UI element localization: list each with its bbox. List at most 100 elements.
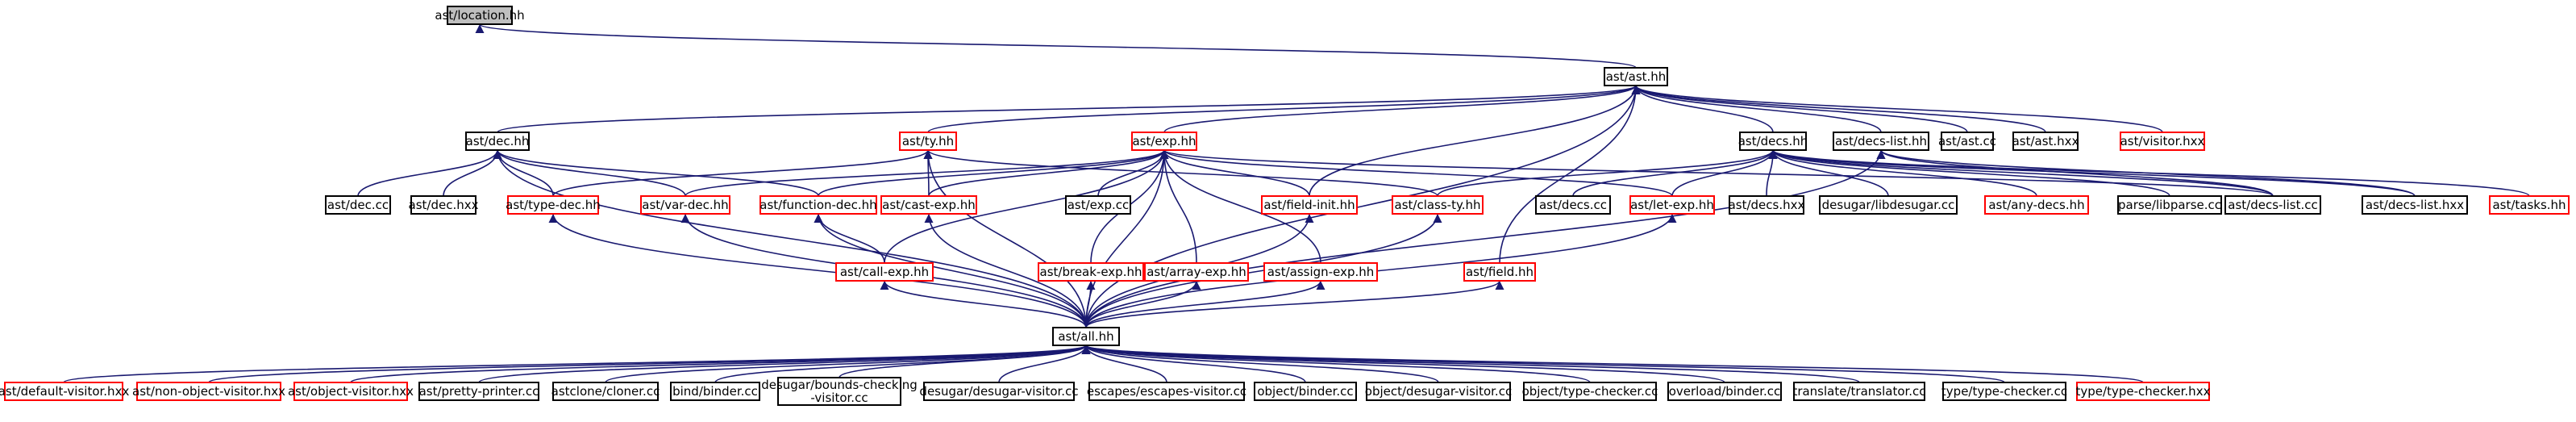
node-box-desugarvis — [923, 382, 1075, 401]
node-objbinder[interactable]: object/binder.cc — [1254, 382, 1357, 401]
edge-translator-to-all — [1081, 345, 1860, 383]
edge-vardec-to-exp — [685, 149, 1169, 197]
node-tasks[interactable]: ast/tasks.hh — [2489, 195, 2570, 215]
node-fundec[interactable]: ast/function-dec.hh — [759, 195, 877, 215]
node-tchxx[interactable]: type/type-checker.hxx — [2076, 382, 2211, 401]
node-label-asthxx: ast/ast.hxx — [2012, 134, 2079, 148]
node-label-tasks: ast/tasks.hh — [2492, 198, 2566, 212]
edge-classty-to-ty — [923, 149, 1438, 197]
node-location: ast/location.hh — [435, 6, 525, 25]
node-libparse[interactable]: parse/libparse.cc — [2117, 195, 2222, 215]
node-assignexp[interactable]: ast/assign-exp.hh — [1263, 262, 1378, 282]
node-declistcc[interactable]: ast/decs-list.cc — [2224, 195, 2321, 215]
edge-classty-to-decshh — [1437, 149, 1778, 197]
node-label-ty: ast/ty.hh — [902, 134, 954, 148]
node-deccc[interactable]: ast/dec.cc — [325, 195, 391, 215]
node-label-breakexp: ast/break-exp.hh — [1040, 265, 1142, 279]
node-ast[interactable]: ast/ast.hh — [1604, 67, 1668, 86]
node-desugarvis[interactable]: desugar/desugar-visitor.cc — [919, 382, 1079, 401]
node-box-declistcc — [2224, 195, 2321, 215]
node-anydecs[interactable]: ast/any-decs.hh — [1984, 195, 2089, 215]
node-nonobj[interactable]: ast/non-object-visitor.hxx — [132, 382, 285, 401]
edge-dechxx-to-dec — [443, 149, 502, 197]
node-objvis[interactable]: ast/object-visitor.hxx — [288, 382, 414, 401]
node-expcc[interactable]: ast/exp.cc — [1065, 195, 1131, 215]
node-all[interactable]: ast/all.hh — [1052, 327, 1120, 346]
node-declisthxx[interactable]: ast/decs-list.hxx — [2362, 195, 2468, 215]
node-box-escapes — [1088, 382, 1245, 401]
edge-nonobj-to-all — [208, 345, 1091, 383]
node-label-tccc: type/type-checker.cc — [1941, 384, 2067, 399]
edge-fieldinit-to-ast — [1309, 85, 1641, 197]
node-box-classty — [1392, 195, 1484, 215]
node-vardec[interactable]: ast/var-dec.hh — [640, 195, 730, 215]
node-fieldinit[interactable]: ast/field-init.hh — [1261, 195, 1358, 215]
edge-objvis-to-all — [350, 345, 1091, 383]
node-callexp[interactable]: ast/call-exp.hh — [835, 262, 934, 282]
node-castexp[interactable]: ast/cast-exp.hh — [880, 195, 977, 215]
edge-declistcc-to-declist — [1876, 149, 2274, 197]
node-ty[interactable]: ast/ty.hh — [899, 132, 957, 151]
edge-declisthxx-to-decshh — [1768, 149, 2416, 197]
node-breakexp[interactable]: ast/break-exp.hh — [1038, 262, 1144, 282]
edge-vardec-to-dec — [493, 149, 686, 197]
node-box-tchxx — [2076, 382, 2210, 401]
node-decscc[interactable]: ast/decs.cc — [1535, 195, 1611, 215]
node-overload[interactable]: overload/binder.cc — [1667, 382, 1782, 401]
edge-declistcc-to-exp — [1159, 149, 2274, 197]
node-pretty[interactable]: ast/pretty-printer.cc — [418, 382, 539, 401]
node-defvis[interactable]: ast/default-visitor.hxx — [0, 382, 129, 401]
node-box-astcc — [1941, 132, 1994, 151]
node-label-objdesugar: object/desugar-visitor.cc — [1365, 384, 1512, 399]
edge-all-to-classty — [1085, 213, 1442, 328]
node-binder[interactable]: bind/binder.cc — [670, 382, 760, 401]
node-box-visitorhxx — [2120, 132, 2205, 151]
node-objdesugar[interactable]: object/desugar-visitor.cc — [1365, 382, 1512, 401]
node-label-cloner: astclone/cloner.cc — [551, 384, 660, 399]
edge-declistcc-to-decshh — [1768, 149, 2274, 197]
node-typedec[interactable]: ast/type-dec.hh — [506, 195, 601, 215]
node-escapes[interactable]: escapes/escapes-visitor.cc — [1087, 382, 1246, 401]
node-decshh[interactable]: ast/decs.hh — [1738, 132, 1808, 151]
node-dechxx[interactable]: ast/dec.hxx — [409, 195, 479, 215]
node-dec[interactable]: ast/dec.hh — [465, 132, 530, 151]
node-boundcheck[interactable]: desugar/bounds-checking-visitor.cc — [761, 377, 918, 406]
edge-all-to-declist — [1085, 149, 1886, 328]
node-box-translator — [1793, 382, 1925, 401]
node-astcc[interactable]: ast/ast.cc — [1938, 132, 1996, 151]
node-classty[interactable]: ast/class-ty.hh — [1392, 195, 1484, 215]
node-declist[interactable]: ast/decs-list.hh — [1833, 132, 1929, 151]
node-objtc[interactable]: object/type-checker.cc — [1522, 382, 1658, 401]
node-translator[interactable]: translate/translator.cc — [1792, 382, 1926, 401]
edge-all-to-exp — [1085, 149, 1169, 328]
edge-pretty-to-all — [478, 345, 1091, 383]
node-box-vardec — [640, 195, 730, 215]
node-box-assignexp — [1263, 262, 1378, 282]
node-box-objvis — [293, 382, 408, 401]
node-box-libdesugar — [1819, 195, 1958, 215]
node-box-tasks — [2489, 195, 2570, 215]
node-cloner[interactable]: astclone/cloner.cc — [551, 382, 660, 401]
node-letexp[interactable]: ast/let-exp.hh — [1629, 195, 1715, 215]
node-arrayexp[interactable]: ast/array-exp.hh — [1144, 262, 1249, 282]
node-label-anydecs: ast/any-decs.hh — [1988, 198, 2084, 212]
node-box-decshh — [1739, 132, 1807, 151]
node-label-classty: ast/class-ty.hh — [1395, 198, 1481, 212]
node-label-declist: ast/decs-list.hh — [1835, 134, 1927, 148]
node-visitorhxx[interactable]: ast/visitor.hxx — [2120, 132, 2205, 151]
node-exp[interactable]: ast/exp.hh — [1131, 132, 1197, 151]
node-tccc[interactable]: type/type-checker.cc — [1941, 382, 2067, 401]
edge-letexp-to-decshh — [1671, 149, 1778, 197]
node-decshxx[interactable]: ast/decs.hxx — [1729, 195, 1805, 215]
node-libdesugar[interactable]: desugar/libdesugar.cc — [1819, 195, 1958, 215]
node-asthxx[interactable]: ast/ast.hxx — [2012, 132, 2079, 151]
node-label-all: ast/all.hh — [1058, 329, 1113, 344]
node-field[interactable]: ast/field.hh — [1463, 262, 1536, 282]
node-label-castexp: ast/cast-exp.hh — [882, 198, 976, 212]
node-box-exp — [1131, 132, 1197, 151]
node-label-fieldinit: ast/field-init.hh — [1263, 198, 1355, 212]
edge-anydecs-to-decshh — [1768, 149, 2037, 197]
node-label-decshxx: ast/decs.hxx — [1729, 198, 1805, 212]
edge-deccc-to-dec — [357, 149, 502, 197]
